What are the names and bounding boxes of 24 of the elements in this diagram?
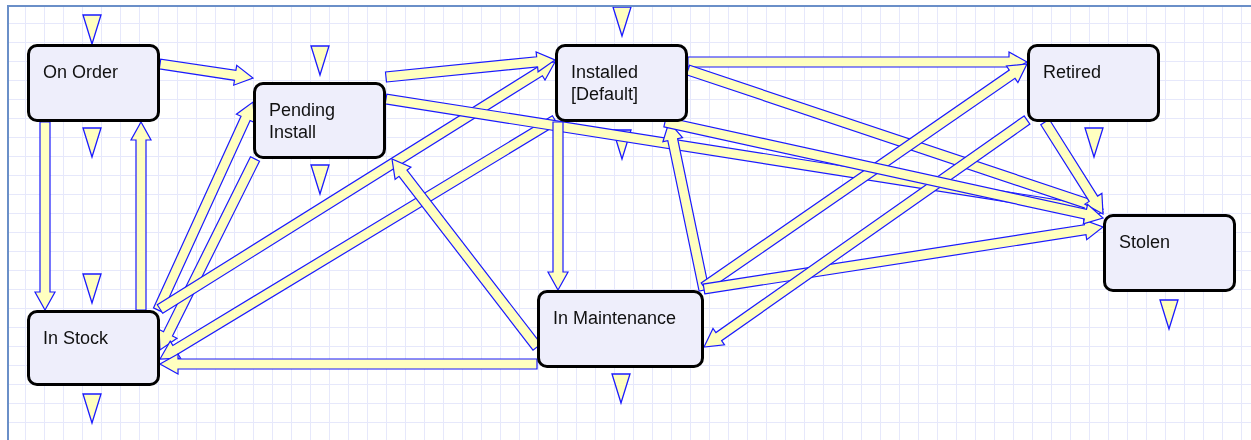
state-label: On Order <box>43 61 120 83</box>
state-box <box>1103 214 1236 292</box>
state-box <box>537 290 704 368</box>
arrow <box>702 219 1105 295</box>
state-box <box>27 310 160 386</box>
state-label: Pending Install <box>269 99 337 143</box>
arrow <box>703 115 1031 348</box>
state-label: In Stock <box>43 327 110 349</box>
arrow <box>152 100 256 313</box>
state-box <box>1027 44 1160 122</box>
state-label: Stolen <box>1119 231 1172 253</box>
arrow <box>384 50 557 83</box>
arrow <box>156 61 557 315</box>
arrow <box>130 120 152 311</box>
arrow <box>547 121 569 292</box>
state-box <box>253 82 386 159</box>
state-label: Retired <box>1043 61 1103 83</box>
state-label: In Maintenance <box>553 307 678 329</box>
arrow <box>158 58 255 87</box>
arrow <box>158 353 538 375</box>
state-label: Installed [Default] <box>571 61 640 105</box>
state-box <box>27 44 160 122</box>
state-box <box>555 44 688 122</box>
arrow <box>34 121 56 312</box>
